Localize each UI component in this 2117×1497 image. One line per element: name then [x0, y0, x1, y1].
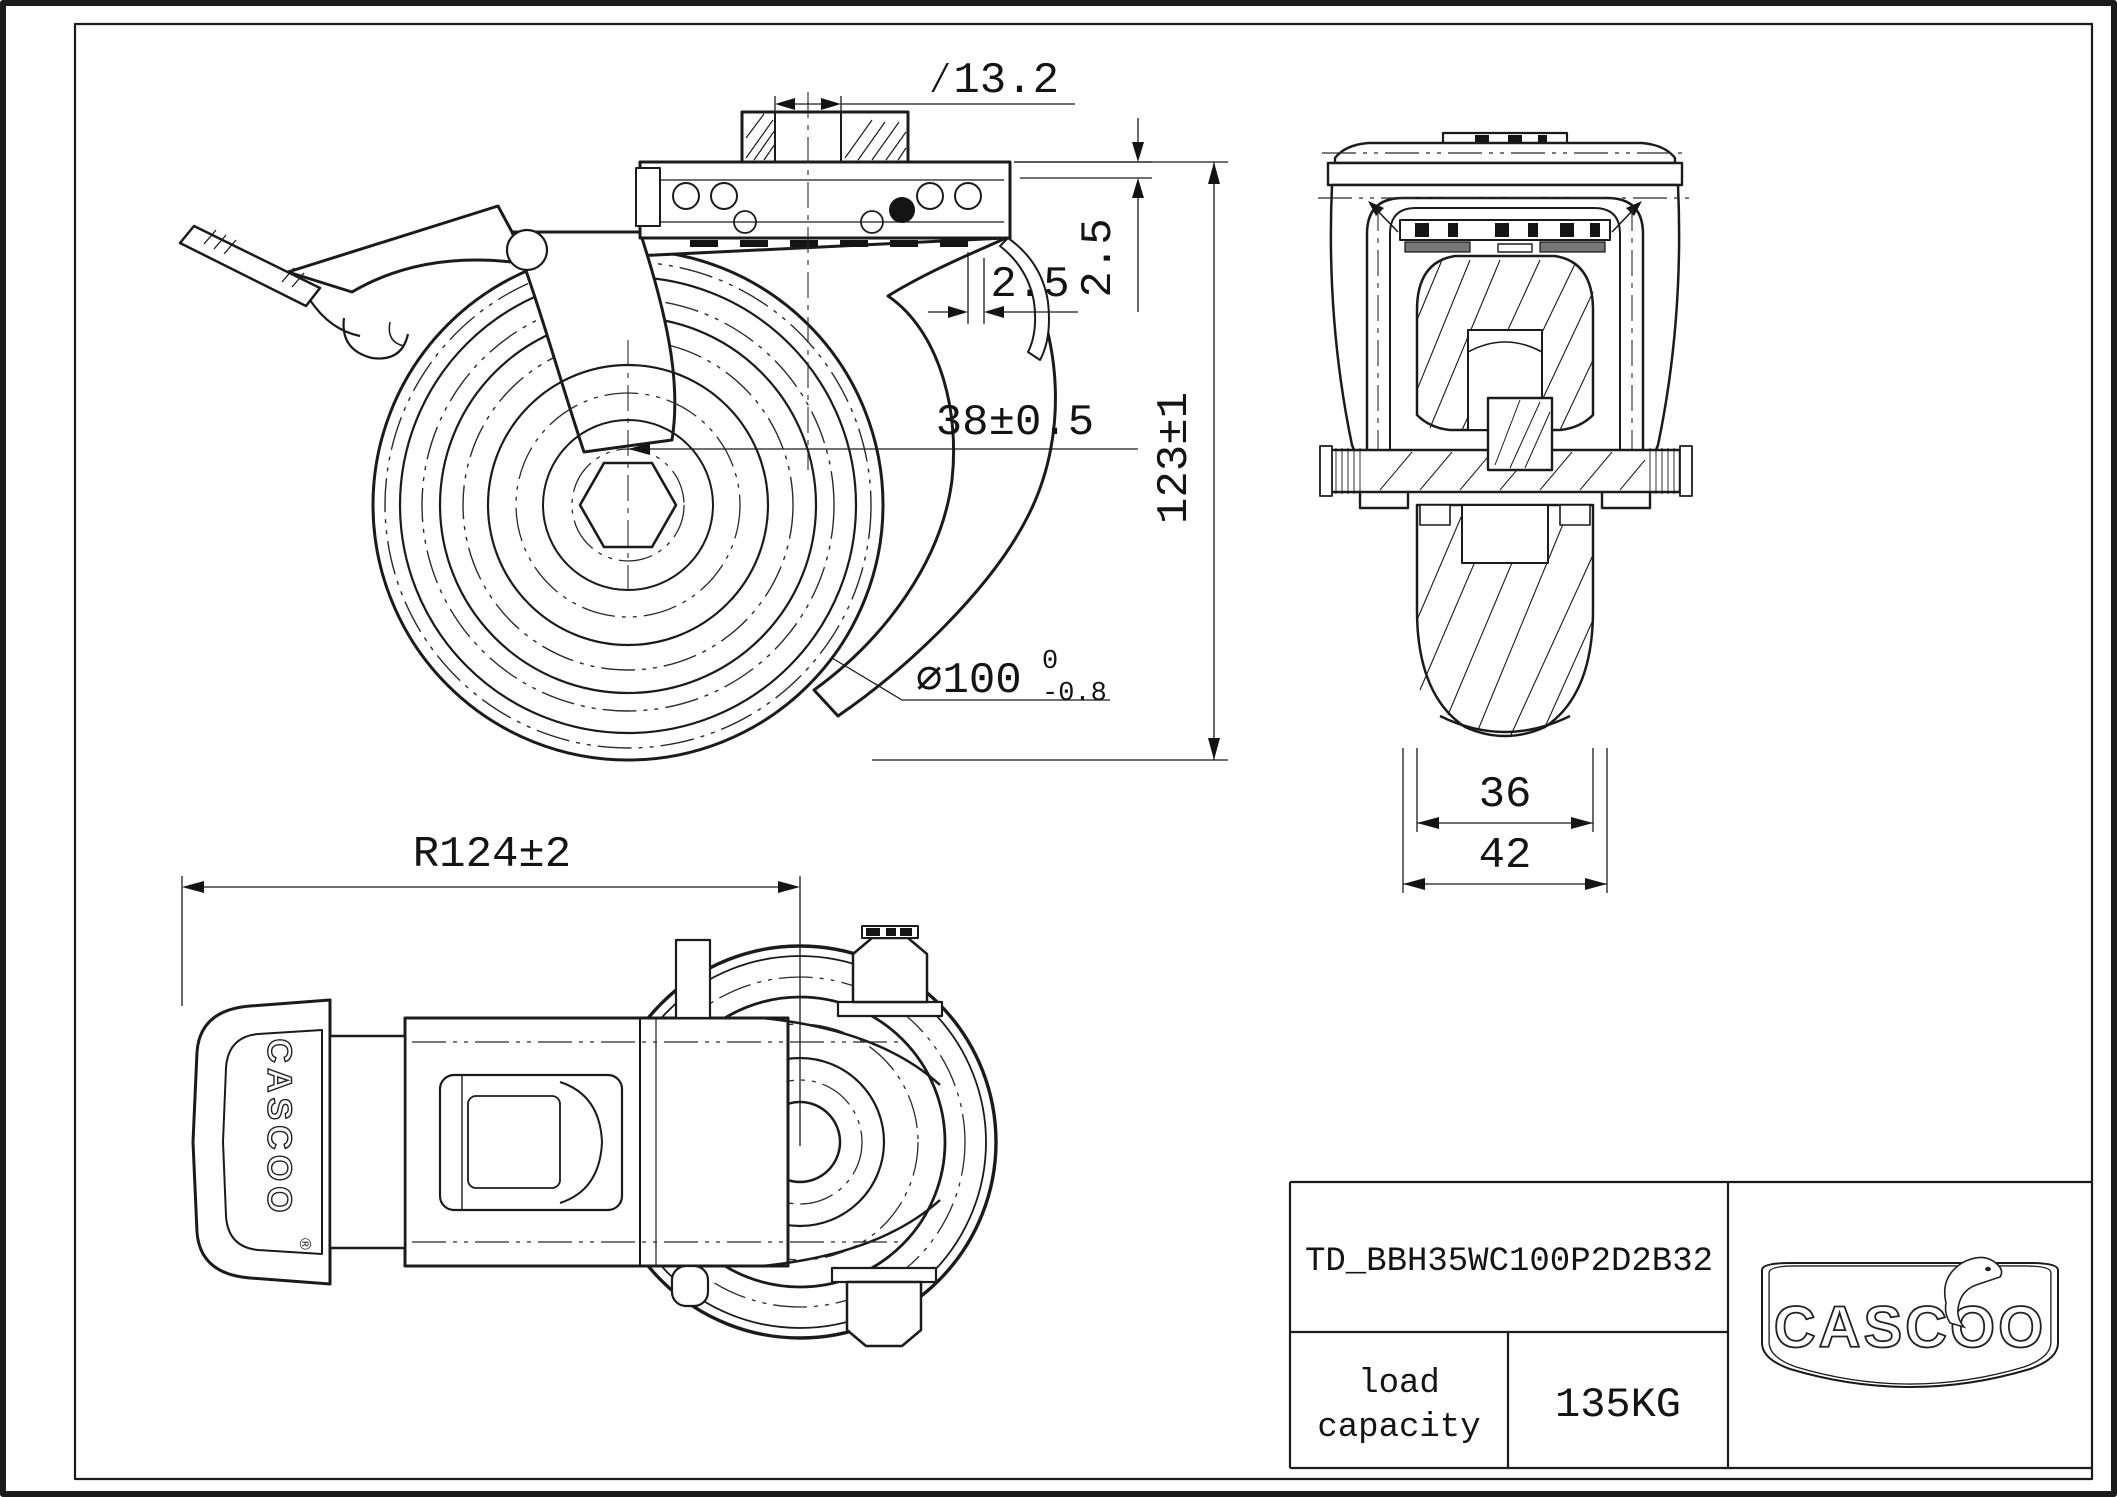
title-block: TD_BBH35WC100P2D2B32 load capacity 135KG…	[1288, 1180, 2092, 1470]
svg-text:2.5: 2.5	[1074, 218, 1124, 297]
svg-text:-0.8: -0.8	[1042, 679, 1107, 709]
mounting-plate-section	[635, 110, 1050, 361]
svg-text:36: 36	[1479, 770, 1532, 820]
dim-hub-width: 36	[1416, 748, 1594, 832]
load-capacity-label-line2: capacity	[1317, 1409, 1480, 1447]
plan-bolt-top	[836, 925, 944, 1018]
dim-lip-offset: 2.5	[928, 252, 1078, 324]
seal-ball-dark	[889, 197, 915, 223]
svg-text:123±1: 123±1	[1150, 392, 1200, 524]
plan-bolt-bottom	[830, 1266, 938, 1348]
svg-text:38±0.5: 38±0.5	[936, 398, 1094, 448]
tire-lower-section	[1415, 503, 1595, 738]
svg-text:42: 42	[1479, 831, 1532, 881]
side-view	[178, 92, 1057, 762]
part-number: TD_BBH35WC100P2D2B32	[1305, 1243, 1713, 1281]
svg-text:∕13.2: ∕13.2	[927, 56, 1059, 106]
brand-logo-text: CASCOO	[1774, 1295, 2047, 1360]
pedal-brand-label: CASCOO	[260, 1038, 298, 1217]
dim-overall-height: 123±1	[872, 161, 1228, 761]
load-capacity-value: 135KG	[1555, 1381, 1681, 1429]
axle-hex-nut	[578, 461, 678, 549]
wheel-hub	[486, 228, 770, 647]
axle-rod	[1319, 396, 1693, 497]
dim-swivel-offset: 38±0.5	[628, 398, 1138, 455]
dimensions: ∕13.2 2.5 2.5 38±0.5 123±1	[181, 56, 1608, 1146]
brake-pedal: CASCOO ®	[191, 998, 407, 1286]
dim-overall-width: 42	[1402, 748, 1608, 893]
svg-text:2.5: 2.5	[990, 260, 1069, 310]
front-section-view	[1318, 131, 1693, 738]
fork-hole	[505, 228, 549, 272]
svg-text:R124±2: R124±2	[413, 830, 571, 880]
brand-logo: CASCOO	[1761, 1256, 2059, 1388]
dim-wheel-diameter: ∅100 0 -0.8	[831, 647, 1110, 709]
dim-swivel-radius: R124±2	[181, 830, 801, 1146]
fork-bracket	[286, 204, 1057, 718]
load-capacity-label-line1: load	[1358, 1365, 1440, 1403]
plan-view: CASCOO ®	[191, 925, 998, 1348]
brake-lever	[178, 224, 410, 360]
svg-text:∅100: ∅100	[916, 656, 1022, 706]
svg-text:0: 0	[1042, 647, 1058, 677]
pedal-registered-mark: ®	[296, 1238, 313, 1250]
dim-stem-hole-diameter: ∕13.2	[774, 56, 1075, 114]
eagle-head-icon	[1943, 1256, 2003, 1329]
